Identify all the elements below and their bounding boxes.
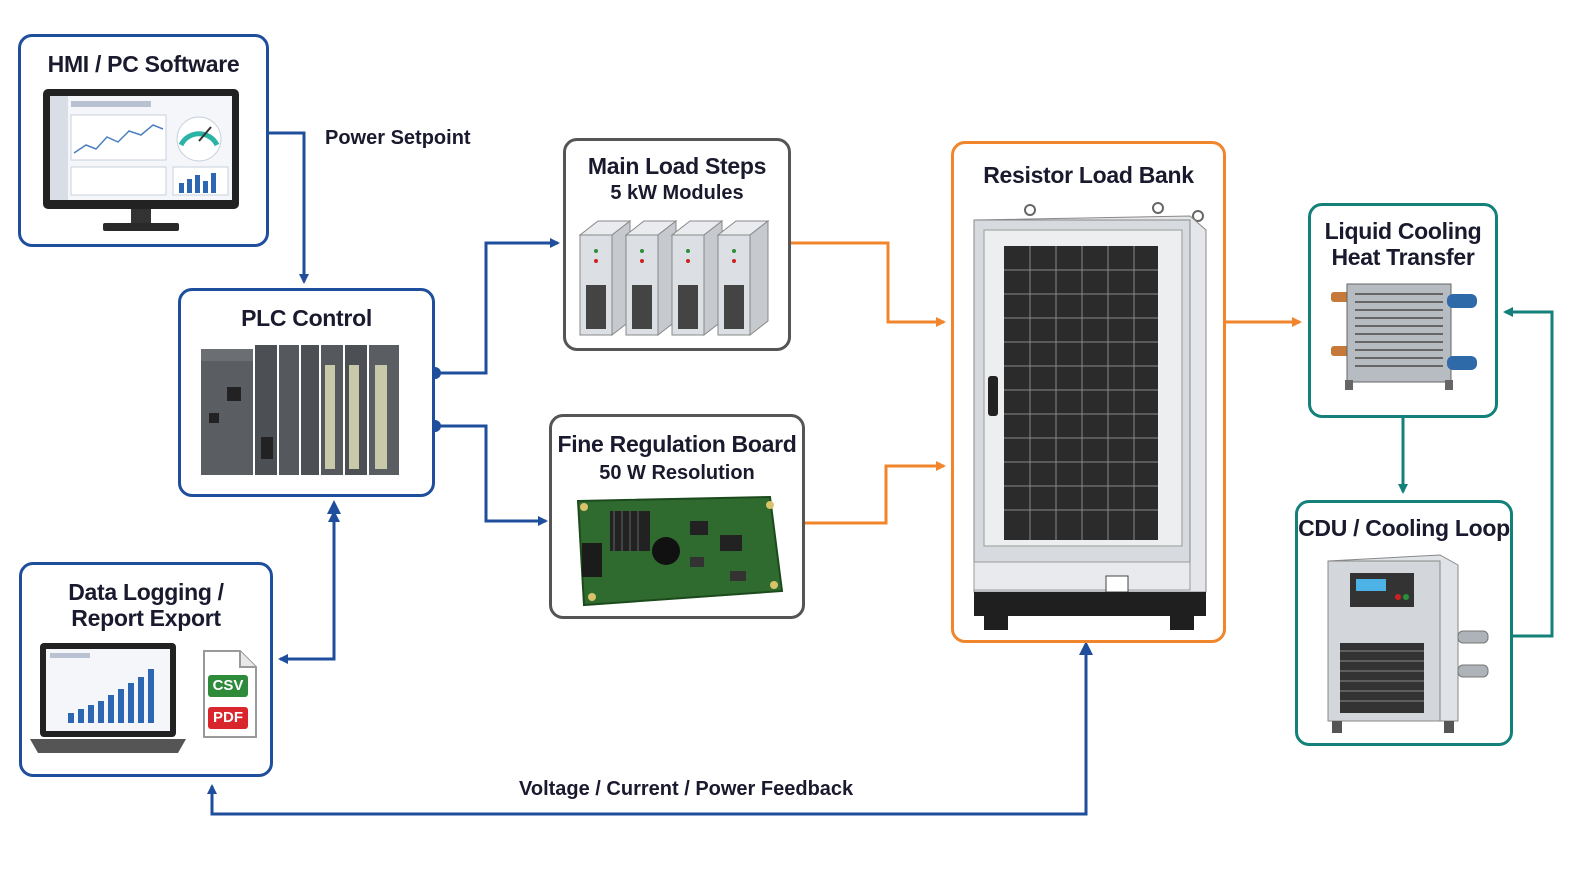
fine-reg-title: Fine Regulation Board xyxy=(557,431,797,457)
edge-fine-to-bank xyxy=(805,461,946,525)
logging-title-line1: Data Logging / xyxy=(68,579,224,605)
fine-reg-node: Fine Regulation Board 50 W Resolution xyxy=(549,414,805,619)
main-load-subtitle: 5 kW Modules xyxy=(610,182,744,204)
csv-badge: CSV xyxy=(208,675,248,697)
power-setpoint-label: Power Setpoint xyxy=(325,127,471,149)
liquid-cooling-title-line2: Heat Transfer xyxy=(1331,244,1475,270)
cdu-node: CDU / Cooling Loop xyxy=(1295,500,1513,746)
hmi-node: HMI / PC Software xyxy=(18,34,269,247)
logging-title-line2: Report Export xyxy=(71,605,221,631)
edge-plc-to-main-load xyxy=(435,238,560,375)
cabinet-icon xyxy=(973,202,1207,630)
logging-node: Data Logging / Report Export CSV PDF xyxy=(19,562,273,777)
liquid-cooling-title-line1: Liquid Cooling xyxy=(1324,218,1482,244)
edge-plc-to-fine-reg xyxy=(435,424,548,526)
pdf-badge: PDF xyxy=(208,707,248,729)
cdu-title: CDU / Cooling Loop xyxy=(1298,515,1510,541)
edge-cdu-to-cooling xyxy=(1503,307,1554,638)
plc-rack-icon xyxy=(201,345,399,475)
hmi-title: HMI / PC Software xyxy=(47,51,240,77)
heat-exchanger-icon xyxy=(1331,283,1477,390)
monitor-icon xyxy=(43,89,239,231)
fine-reg-subtitle: 50 W Resolution xyxy=(599,462,755,484)
edge-plc-logging xyxy=(278,506,336,664)
load-bank-node: Resistor Load Bank xyxy=(951,141,1226,643)
liquid-cooling-node: Liquid Cooling Heat Transfer xyxy=(1308,203,1498,418)
circuit-board-icon xyxy=(576,495,784,607)
feedback-label: Voltage / Current / Power Feedback xyxy=(519,778,854,800)
load-bank-title: Resistor Load Bank xyxy=(983,162,1194,188)
main-load-node: Main Load Steps 5 kW Modules xyxy=(563,138,791,351)
main-load-title: Main Load Steps xyxy=(587,153,767,179)
edge-hmi-to-plc xyxy=(268,131,309,284)
edge-feedback xyxy=(207,645,1088,816)
plc-node: PLC Control xyxy=(178,288,435,497)
load-modules-icon xyxy=(578,219,770,337)
plc-title: PLC Control xyxy=(241,305,372,331)
cdu-unit-icon xyxy=(1327,554,1489,733)
edge-main-to-bank xyxy=(790,241,946,327)
laptop-icon xyxy=(30,643,186,753)
